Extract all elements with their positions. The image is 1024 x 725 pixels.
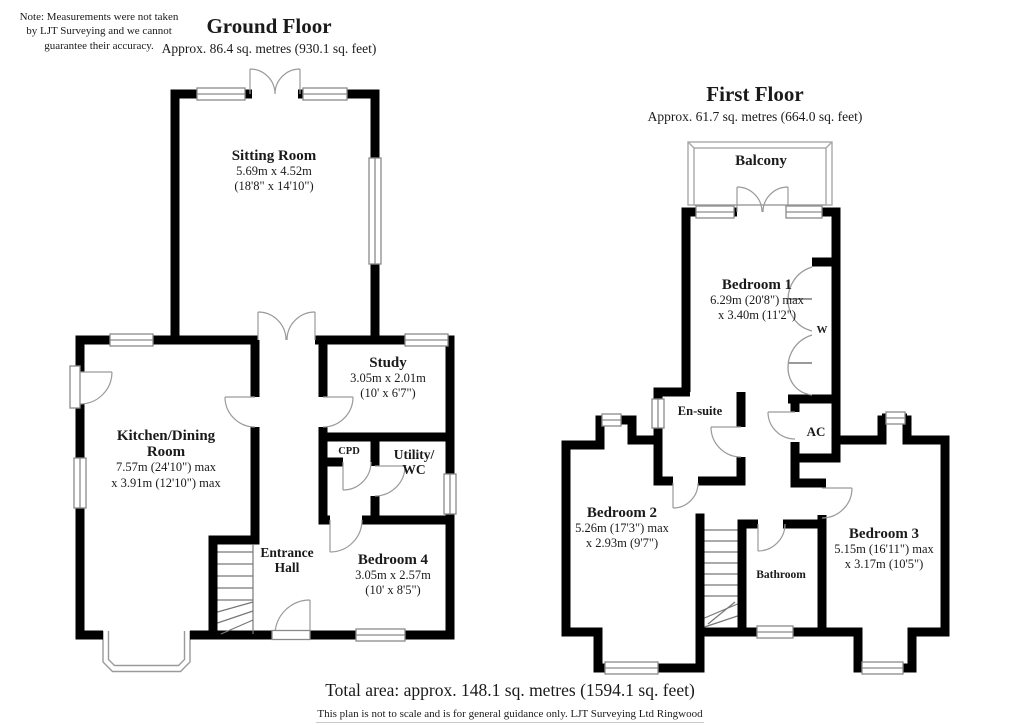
kitchen-door bbox=[224, 396, 256, 428]
room-name: Bedroom 1 bbox=[721, 277, 793, 293]
room-label-hall: Entrance Hall bbox=[260, 545, 314, 575]
room-label-bedroom4: Bedroom 4 3.05m x 2.57m (10' x 8'5") bbox=[333, 552, 453, 599]
cpd-door bbox=[342, 461, 372, 491]
room-label-utility: Utility/ WC bbox=[393, 447, 435, 477]
bedroom4-door bbox=[329, 519, 363, 553]
room-dim: x 2.93m (9'7") bbox=[585, 536, 659, 551]
first-floor-plan bbox=[561, 141, 950, 675]
room-label-ac: AC bbox=[806, 424, 826, 439]
room-dim: 5.26m (17'3") max bbox=[575, 521, 669, 536]
bedroom2-door bbox=[672, 482, 699, 509]
room-name: Sitting Room bbox=[231, 148, 317, 164]
study-door bbox=[322, 396, 354, 428]
room-label-cpd: CPD bbox=[338, 446, 360, 457]
room-label-study: Study 3.05m x 2.01m (10' x 6'7") bbox=[328, 355, 448, 402]
room-dim: x 3.91m (12'10") max bbox=[111, 475, 221, 490]
sitting-hall-doors bbox=[257, 311, 316, 341]
room-label-balcony: Balcony bbox=[735, 153, 787, 169]
room-dim: 5.15m (16'11") max bbox=[834, 542, 934, 557]
room-label-bathroom: Bathroom bbox=[756, 569, 806, 581]
door-arcs bbox=[79, 68, 406, 636]
bathroom-door bbox=[757, 523, 786, 552]
room-dim: 7.57m (24'10") max bbox=[115, 460, 217, 475]
first-floor-title: First Floor bbox=[706, 82, 804, 106]
room-label-bedroom1: Bedroom 1 6.29m (20'8") max x 3.40m (11'… bbox=[687, 277, 827, 324]
ground-floor-area: Approx. 86.4 sq. metres (930.1 sq. feet) bbox=[161, 41, 377, 56]
door-arcs bbox=[672, 186, 853, 552]
room-label-kitchen: Kitchen/Dining Room 7.57m (24'10") max x… bbox=[101, 428, 231, 491]
note-line: Note: Measurements were not taken bbox=[19, 11, 179, 23]
surveyor-note: Note: Measurements were not taken by LJT… bbox=[6, 10, 192, 53]
room-label-ensuite: En-suite bbox=[677, 404, 723, 418]
room-label-wardrobe: W bbox=[816, 324, 828, 336]
ac-door bbox=[767, 411, 796, 440]
room-dim: (10' x 8'5") bbox=[365, 583, 421, 598]
room-dim: 5.69m x 4.52m bbox=[236, 164, 312, 179]
window bbox=[271, 629, 311, 641]
disclaimer: This plan is not to scale and is for gen… bbox=[317, 708, 703, 720]
french-doors-top bbox=[249, 68, 301, 95]
room-dim: x 3.40m (11'2") bbox=[717, 308, 797, 323]
utility-door bbox=[374, 465, 406, 497]
room-label-bedroom3: Bedroom 3 5.15m (16'11") max x 3.17m (10… bbox=[809, 526, 959, 573]
wardrobe-doors bbox=[787, 266, 813, 396]
room-name: Study bbox=[369, 355, 407, 371]
room-name: Bedroom 3 bbox=[848, 526, 920, 542]
room-dim: x 3.17m (10'5") bbox=[844, 557, 924, 572]
stairs bbox=[217, 544, 254, 635]
note-line: by LJT Surveying and we cannot bbox=[26, 25, 172, 38]
bay-window bbox=[102, 631, 191, 673]
ground-floor-title: Ground Floor bbox=[206, 14, 332, 38]
room-dim: (18'8" x 14'10") bbox=[234, 179, 314, 194]
room-name: Bedroom 4 bbox=[357, 552, 429, 568]
room-dim: 3.05m x 2.01m bbox=[350, 371, 426, 386]
bedroom3-door bbox=[821, 487, 853, 519]
ensuite-door bbox=[710, 426, 742, 458]
footer-rule bbox=[316, 722, 704, 723]
room-dim: (10' x 6'7") bbox=[360, 386, 416, 401]
room-name: Bedroom 2 bbox=[586, 505, 658, 521]
room-dim: 6.29m (20'8") max bbox=[710, 293, 804, 308]
ground-floor-windows bbox=[69, 87, 457, 642]
room-label-sitting: Sitting Room 5.69m x 4.52m (18'8" x 14'1… bbox=[229, 148, 319, 195]
balcony-doors bbox=[736, 186, 789, 213]
ground-floor-plan bbox=[69, 68, 457, 673]
first-floor-area: Approx. 61.7 sq. metres (664.0 sq. feet) bbox=[647, 109, 863, 124]
room-label-bedroom2: Bedroom 2 5.26m (17'3") max x 2.93m (9'7… bbox=[552, 505, 692, 552]
room-name: Kitchen/Dining Room bbox=[116, 428, 216, 461]
room-dim: 3.05m x 2.57m bbox=[355, 568, 431, 583]
note-line: guarantee their accuracy. bbox=[44, 39, 154, 52]
entrance-door bbox=[274, 599, 311, 636]
first-floor-windows bbox=[601, 205, 906, 675]
total-area: Total area: approx. 148.1 sq. metres (15… bbox=[325, 680, 695, 700]
back-door bbox=[79, 371, 113, 405]
window bbox=[69, 365, 81, 409]
balcony-outline bbox=[687, 141, 833, 206]
stairs bbox=[704, 529, 738, 628]
